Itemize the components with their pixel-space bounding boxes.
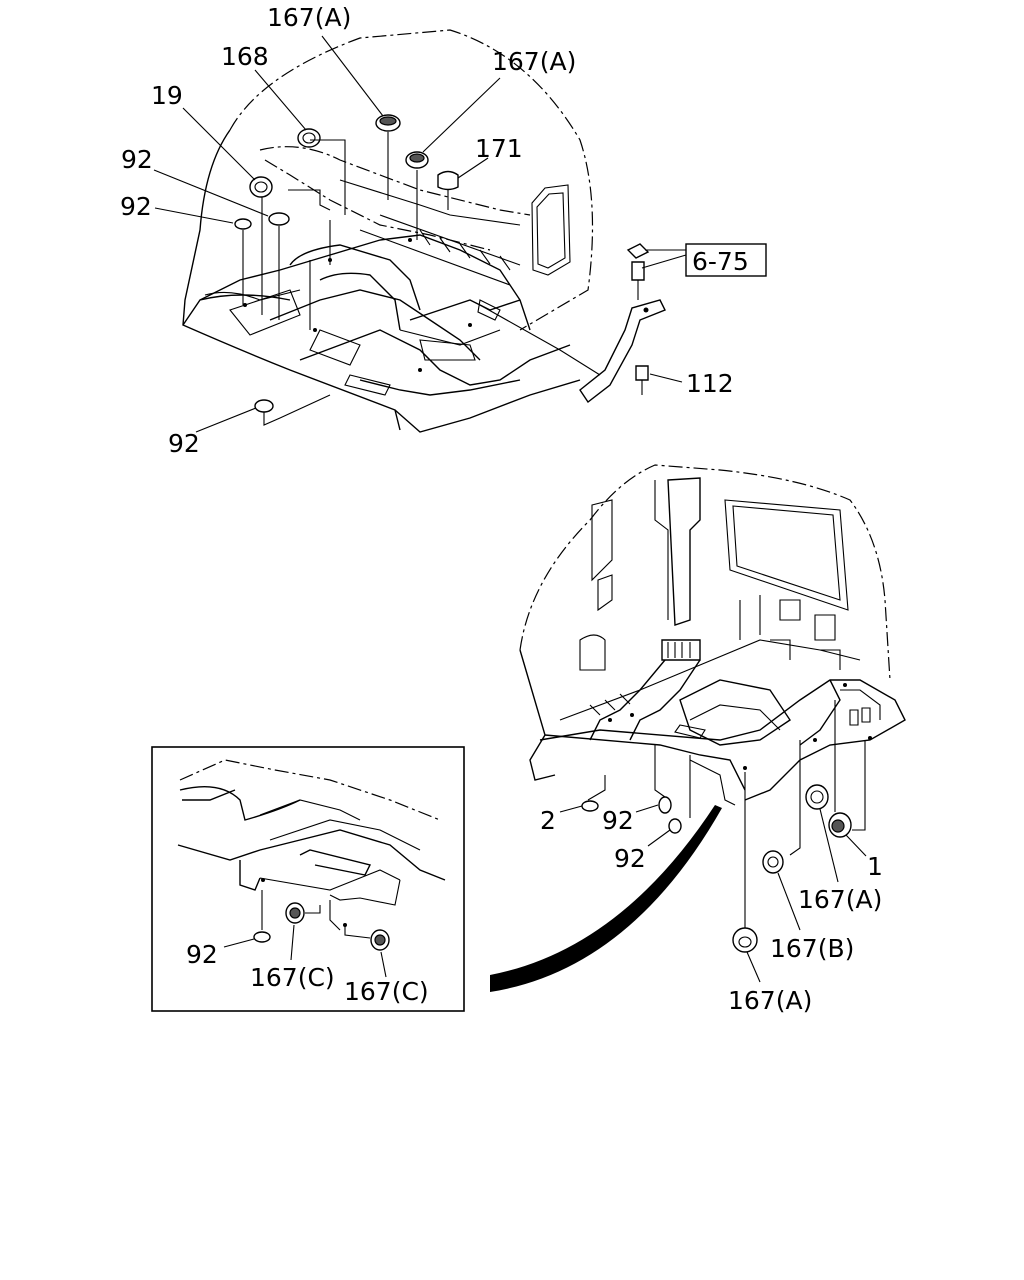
upper-cab-drawing (182, 29, 594, 433)
label-92-inset: 92 (186, 940, 218, 969)
label-167a-lower: 167(A) (798, 885, 882, 914)
label-167a-top: 167(A) (267, 3, 351, 32)
label-92-a: 92 (121, 145, 153, 174)
label-167c-b: 167(C) (344, 977, 429, 1006)
detail-indicator-band (490, 805, 722, 992)
label-2: 2 (540, 806, 556, 835)
leader-lines (153, 35, 867, 983)
label-92-e: 92 (614, 844, 646, 873)
label-167a-right: 167(A) (492, 47, 576, 76)
label-92-c: 92 (168, 429, 200, 458)
label-112: 112 (686, 369, 734, 398)
lower-cab-drawing (519, 464, 906, 806)
label-167c-a: 167(C) (250, 963, 335, 992)
lower-cab-parts (581, 700, 866, 953)
label-167a-bottom: 167(A) (728, 986, 812, 1015)
reference-box (685, 243, 767, 277)
part-labels: 167(A) 168 167(A) 19 171 92 92 6-75 112 … (120, 3, 883, 1015)
label-92-d: 92 (602, 806, 634, 835)
label-6-75: 6-75 (692, 247, 749, 276)
label-167b: 167(B) (770, 934, 854, 963)
label-92-b: 92 (120, 192, 152, 221)
label-19: 19 (151, 81, 183, 110)
upper-cab-parts (234, 114, 459, 426)
detail-inset (151, 746, 465, 1012)
label-1: 1 (867, 852, 883, 881)
label-168: 168 (221, 42, 269, 71)
bracket-assembly (479, 243, 666, 404)
label-171: 171 (475, 134, 523, 163)
